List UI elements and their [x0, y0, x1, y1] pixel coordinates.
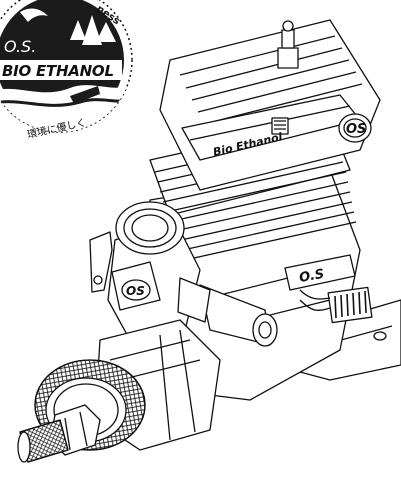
glow-plug [277, 20, 299, 69]
badge-brand: O.S. [4, 37, 36, 56]
cylinder-head [159, 19, 381, 191]
needle-assembly [177, 277, 278, 347]
adjuster-screw [271, 117, 289, 135]
side-logo-text: O.S [298, 267, 325, 286]
crankshaft-thread [17, 419, 69, 463]
badge-product: BIO ETHANOL [2, 62, 114, 80]
head-logo-text: OS [346, 122, 366, 137]
head-logo-badge [338, 113, 372, 143]
carburetor [89, 201, 201, 341]
crankcase-logo-text: OS [126, 284, 145, 298]
engine-drawing [17, 19, 401, 463]
bio-ethanol-badge: O.S. BIO ETHANOL ness 環境に優しく [0, 0, 136, 141]
connector [299, 286, 373, 324]
